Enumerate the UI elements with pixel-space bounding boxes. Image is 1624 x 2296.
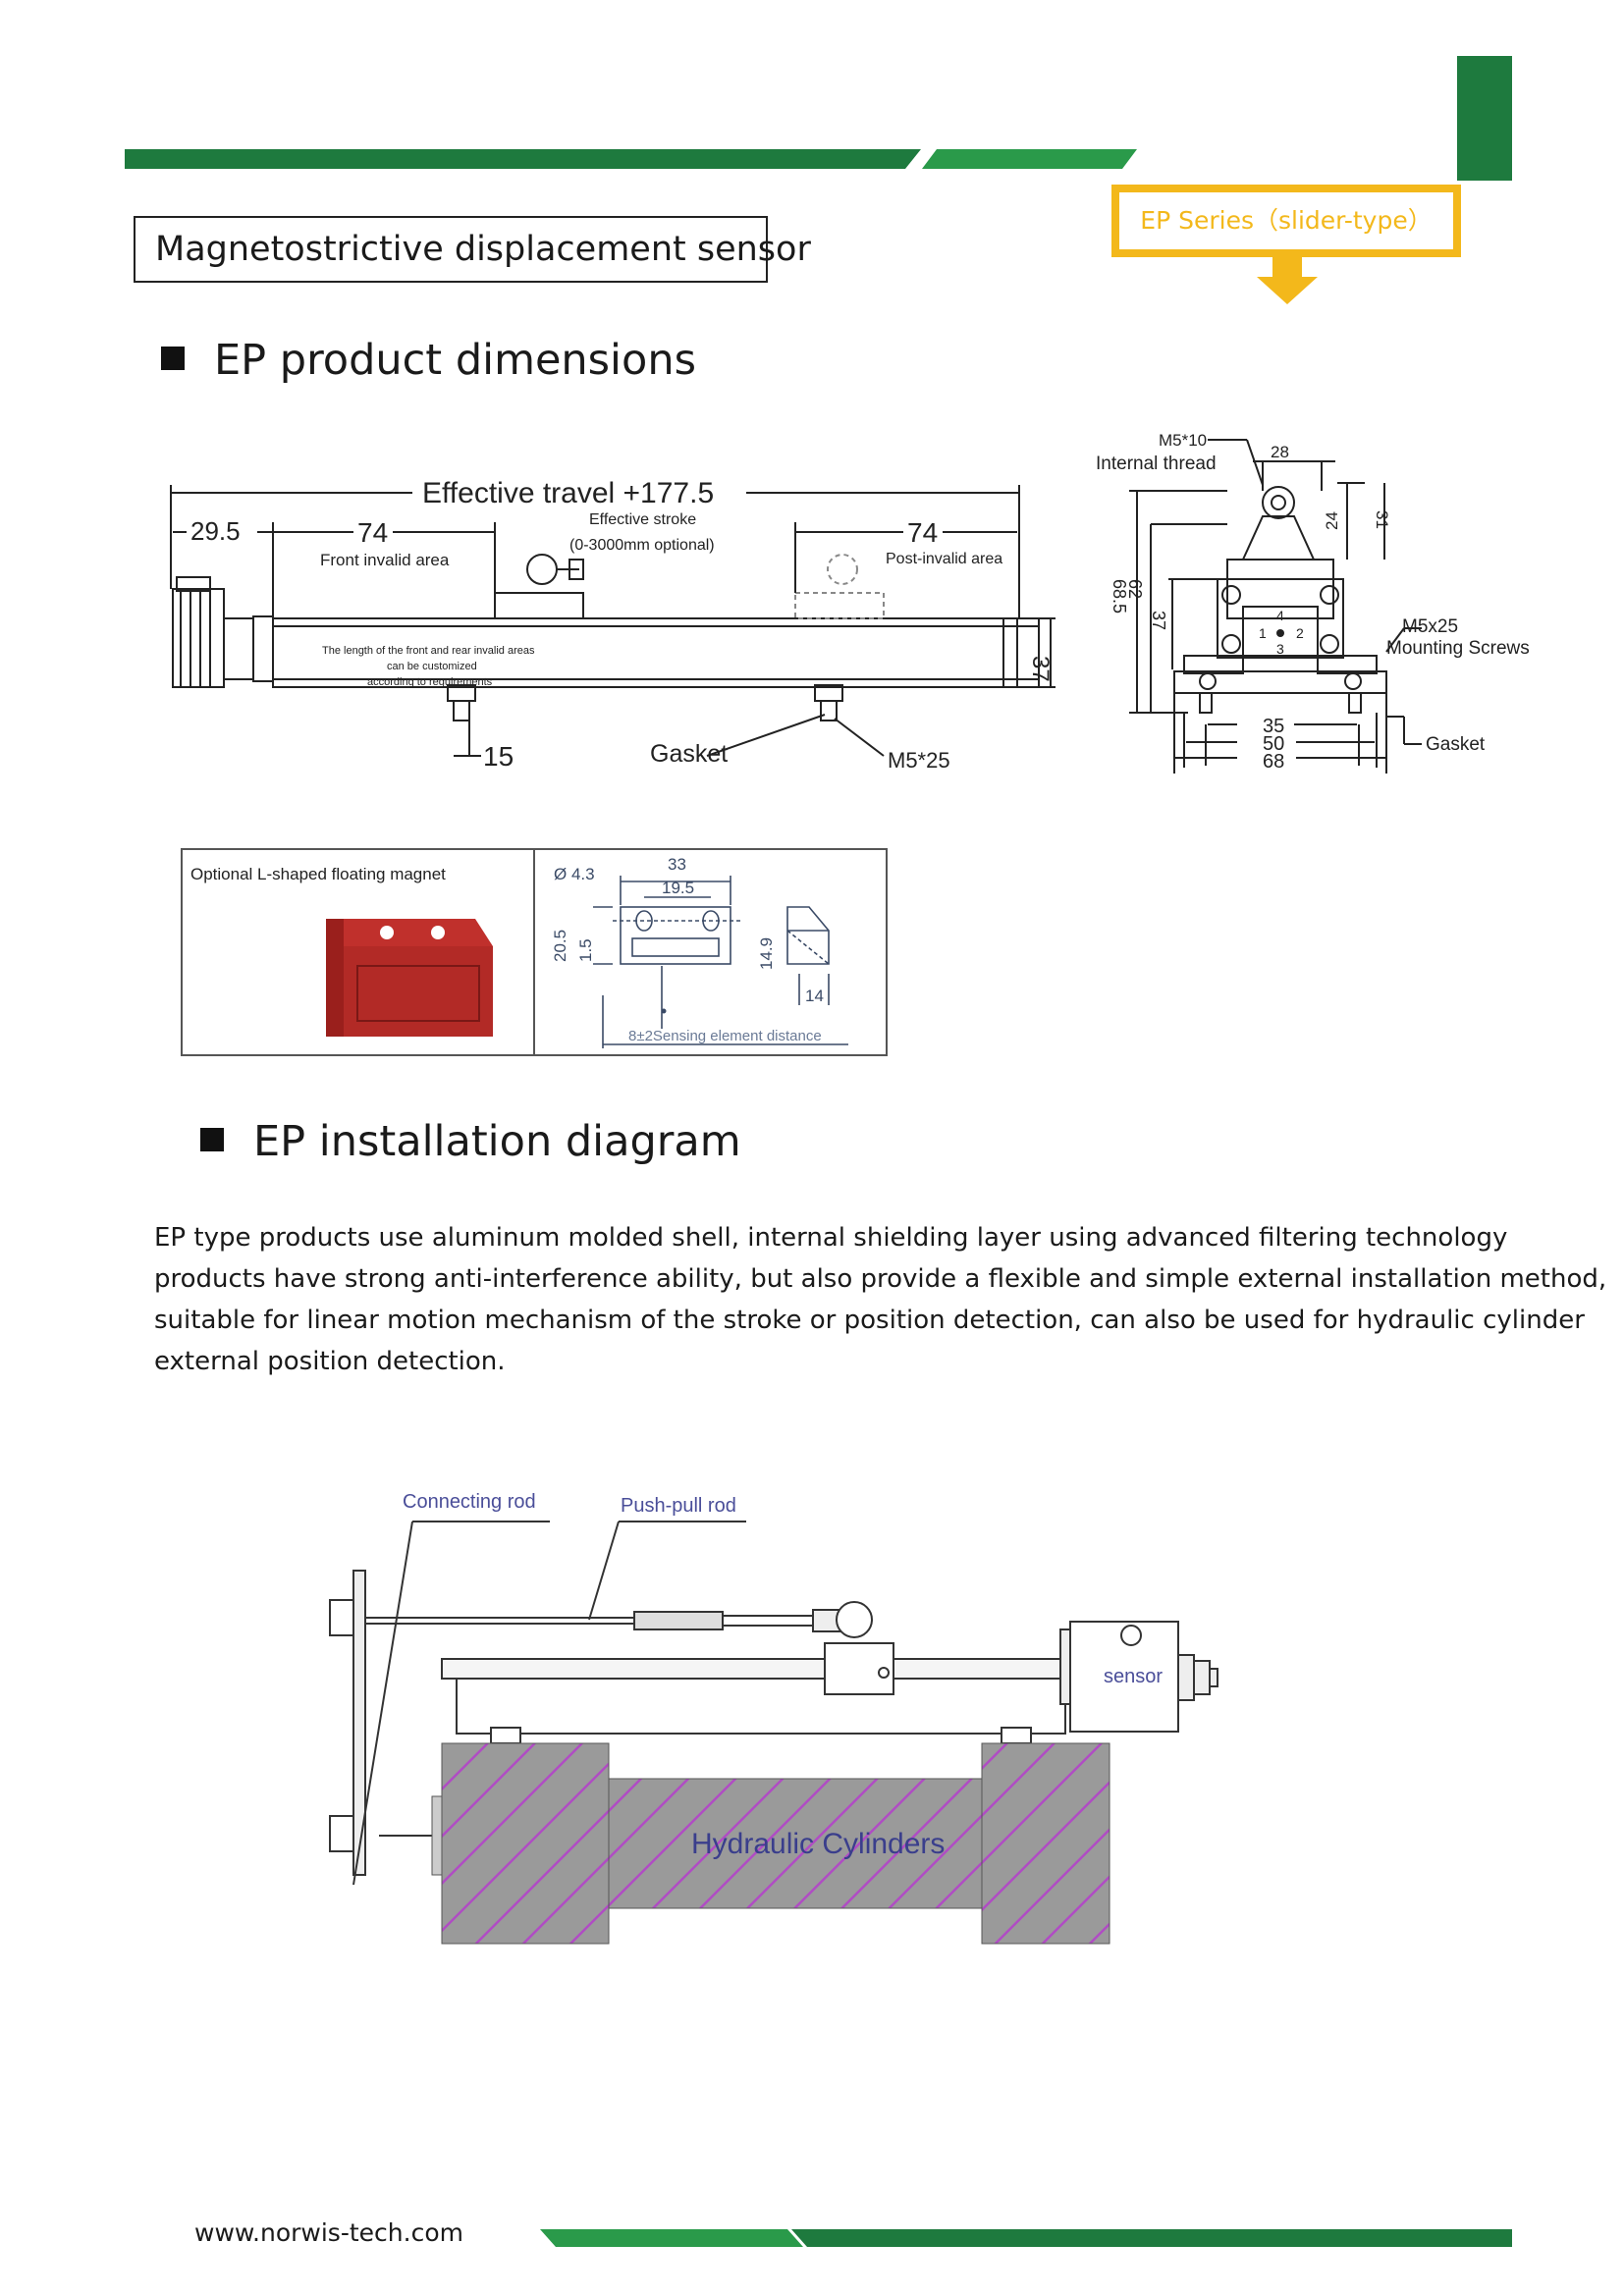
slider-ball (526, 554, 558, 585)
paragraph-line: products have strong anti-interference a… (154, 1264, 1607, 1294)
dim-left: 29.5 (190, 516, 241, 546)
series-arrow-icon (1257, 257, 1318, 304)
mount-plate (352, 1570, 366, 1876)
front-invalid-label: Front invalid area (320, 551, 450, 569)
dimensions-heading: EP product dimensions (161, 336, 696, 385)
footer-decoration (540, 2229, 1512, 2247)
dim-35: 35 (1263, 716, 1284, 737)
mounting-screws-label: Mounting Screws (1386, 638, 1530, 659)
sensor-label: sensor (1104, 1666, 1163, 1687)
installation-heading: EP installation diagram (200, 1117, 741, 1166)
magnet-dim-33: 33 (668, 855, 686, 874)
magnet-hole-label: Ø 4.3 (554, 865, 595, 883)
main-dimension-drawing: Effective travel +177.5 Effective stroke… (170, 477, 1056, 773)
pin-3: 3 (1276, 641, 1284, 657)
installation-diagram: Connecting rod Push-pull rod sensor Hydr… (329, 1491, 1218, 1945)
series-tag: EP Series（slider-type） (1111, 185, 1461, 257)
cylinder-left-cap (441, 1742, 610, 1945)
dim-68: 68 (1263, 751, 1284, 773)
installation-heading-text: EP installation diagram (253, 1117, 741, 1166)
cylinder-right-cap (981, 1742, 1110, 1945)
internal-thread-label: Internal thread (1096, 454, 1217, 474)
magnet-dim-19-5: 19.5 (662, 879, 694, 897)
pin-1: 1 (1259, 625, 1267, 641)
magnet-dim-1-5: 1.5 (576, 938, 595, 962)
header-green-bar-long (125, 149, 921, 169)
dimensions-heading-text: EP product dimensions (214, 336, 696, 385)
magnet-dim-14-9: 14.9 (757, 937, 776, 970)
rod-ball (836, 1601, 873, 1638)
dim-50: 50 (1263, 733, 1284, 755)
header-green-tab (1457, 56, 1512, 181)
magnet-caption: Optional L-shaped floating magnet (190, 865, 446, 883)
paragraph-line: EP type products use aluminum molded she… (154, 1223, 1508, 1253)
note-line1: The length of the front and rear invalid… (322, 645, 535, 657)
paragraph-line: suitable for linear motion mechanism of … (154, 1306, 1585, 1335)
slider-block (494, 592, 584, 619)
header-decoration (125, 56, 1512, 304)
magnet-dim-14: 14 (805, 987, 824, 1005)
dim-front: 74 (357, 517, 388, 548)
paragraph-line: external position detection. (154, 1347, 506, 1376)
footer-url: www.norwis-tech.com (194, 2218, 463, 2247)
m5x25-label: M5x25 (1402, 616, 1458, 637)
header-green-bar-short (922, 149, 1137, 169)
dim-height: 37 (1027, 656, 1054, 682)
post-invalid-label: Post-invalid area (886, 551, 1002, 567)
effective-stroke-label: Effective stroke (589, 511, 696, 528)
stroke-optional-label: (0-3000mm optional) (569, 537, 715, 554)
dim-31: 31 (1373, 510, 1391, 529)
document-title: Magnetostrictive displacement sensor (134, 216, 811, 283)
gasket-label: Gasket (650, 740, 728, 768)
magnet-dim-20-5: 20.5 (551, 930, 569, 962)
footer-green-bar-short (540, 2229, 803, 2247)
dim-15: 15 (483, 741, 514, 772)
connecting-rod-label: Connecting rod (403, 1491, 536, 1513)
bullet-square-icon (161, 346, 185, 370)
magnet-detail-box: Optional L-shaped floating magnet Ø 4.3 … (181, 848, 888, 1056)
cylinder-body (608, 1778, 983, 1909)
connector (176, 576, 211, 592)
end-gasket-label: Gasket (1426, 734, 1486, 755)
magnet-sensing-label: 8±2Sensing element distance (628, 1028, 822, 1044)
housing (1226, 559, 1334, 619)
pin-4: 4 (1276, 608, 1284, 623)
bullet-square-icon (200, 1127, 224, 1151)
dim-37: 37 (1149, 611, 1168, 630)
sensor-body (272, 617, 1040, 688)
red-magnet-image (326, 919, 493, 1037)
installation-paragraph: EP type products use aluminum molded she… (154, 1217, 1607, 1382)
dim-62: 62 (1125, 579, 1145, 599)
dim-28: 28 (1271, 443, 1289, 461)
footer-green-bar-long (791, 2229, 1512, 2247)
dim-24: 24 (1323, 511, 1341, 530)
effective-travel-label: Effective travel +177.5 (422, 477, 714, 509)
pin-2: 2 (1296, 625, 1304, 641)
dim-post: 74 (907, 517, 938, 548)
base-plate (1173, 670, 1387, 694)
sensor-head (1069, 1621, 1179, 1733)
m5-10-label: M5*10 (1159, 431, 1207, 450)
hydraulic-label: Hydraulic Cylinders (691, 1828, 945, 1860)
note-line2: can be customized (387, 661, 477, 672)
sensor-rail (441, 1658, 1110, 1680)
push-pull-rod-label: Push-pull rod (621, 1495, 736, 1517)
dim-68-5: 68.5 (1110, 579, 1129, 614)
thread-ring (1262, 486, 1295, 519)
note-line3: according to requirements (367, 676, 493, 688)
m5-25-label: M5*25 (888, 748, 950, 773)
end-view-drawing: M5*10 Internal thread 28 24 31 68.5 62 3… (1096, 431, 1530, 774)
